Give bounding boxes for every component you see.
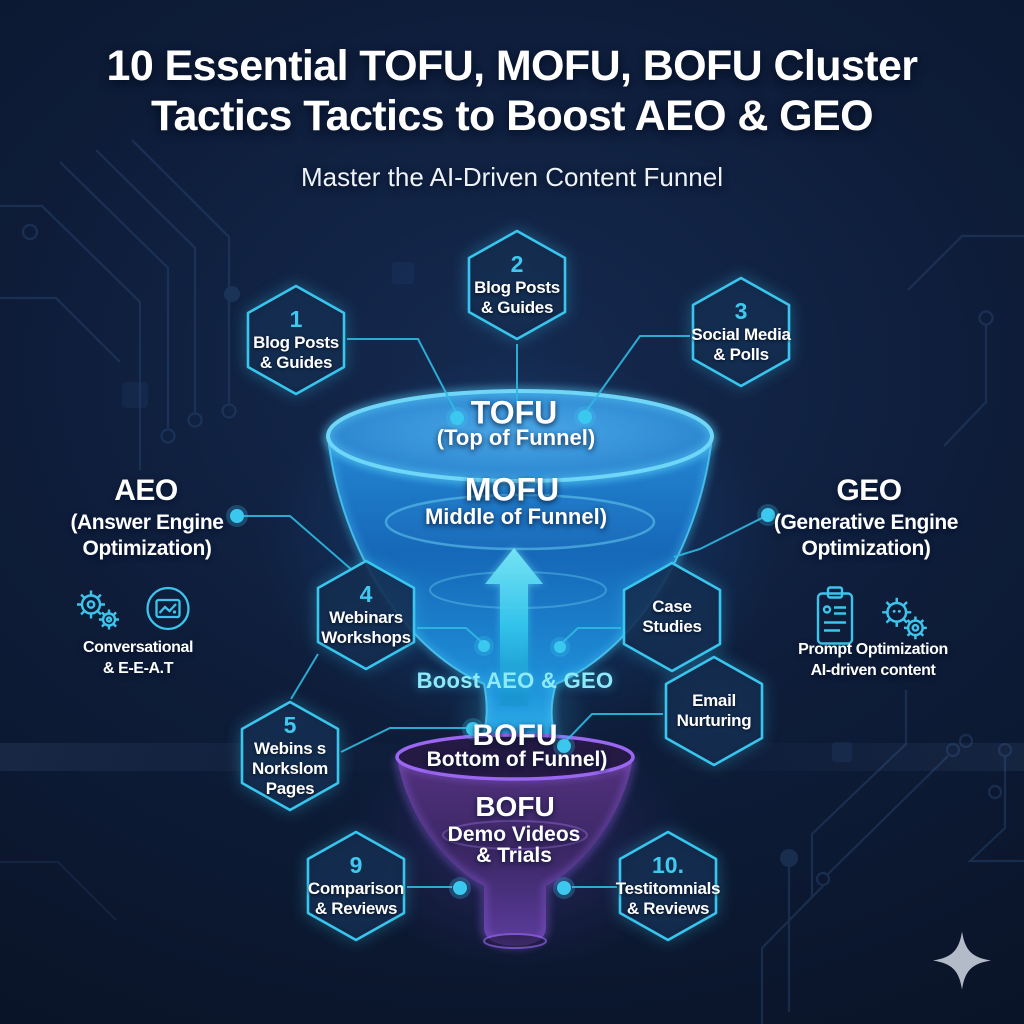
tofu-sublabel: (Top of Funnel): [436, 425, 596, 450]
bofu-demo-videos-label: Demo Videos: [447, 823, 581, 846]
image-chart-icon: [145, 586, 191, 637]
bofu-label: BOFU: [472, 719, 558, 752]
mofu-sublabel: Middle of Funnel): [424, 504, 608, 529]
hexagon-2-blog-posts: 2 Blog Posts& Guides: [466, 229, 568, 341]
funnel-bottom-section: [394, 733, 636, 949]
hexagon-label: Blog Posts& Guides: [474, 277, 560, 318]
hexagon-9-comparison: 9 Comparison& Reviews: [305, 830, 407, 942]
hexagon-number: 5: [283, 712, 297, 739]
bofu-sublabel: Bottom of Funnel): [426, 748, 608, 771]
hexagon-number: 10.: [652, 852, 684, 879]
hexagon-number: 2: [510, 251, 524, 278]
hexagon-number: 3: [734, 298, 748, 325]
boost-arrow: [485, 548, 543, 706]
hexagon-label: Blog Posts& Guides: [253, 332, 339, 373]
sparkle-icon: [931, 930, 993, 997]
geo-title: GEO: [836, 474, 902, 507]
page-title: 10 Essential TOFU, MOFU, BOFU Cluster Ta…: [0, 42, 1024, 142]
aeo-title: AEO: [114, 474, 178, 507]
title-line-2: Tactics Tactics to Boost AEO & GEO: [151, 91, 874, 140]
aeo-caption: Conversational& E-E-A.T: [83, 639, 193, 677]
tofu-label: TOFU: [470, 394, 558, 431]
page-subtitle: Master the AI-Driven Content Funnel: [301, 162, 723, 192]
hexagon-1-blog-posts: 1 Blog Posts& Guides: [245, 284, 347, 396]
mofu-label: MOFU: [464, 471, 560, 508]
gears-icon: [876, 591, 932, 650]
bofu-trials-label: & Trials: [476, 844, 552, 867]
hexagon-number: 1: [289, 306, 303, 333]
hexagon-label: Comparison& Reviews: [307, 878, 405, 919]
hexagon-label: Testitomnials& Reviews: [615, 878, 721, 919]
hexagon-number: 4: [359, 581, 373, 608]
hexagon-3-social-media: 3 Social Media& Polls: [690, 276, 792, 388]
clipboard-icon: [813, 585, 857, 654]
light-streak-left: [0, 743, 430, 771]
title-line-1: 10 Essential TOFU, MOFU, BOFU Cluster: [106, 42, 918, 90]
hexagon-label: Social Media& Polls: [691, 324, 791, 365]
gears-icon: [71, 585, 125, 640]
boost-caption: Boost AEO & GEO: [416, 668, 614, 693]
hexagon-10-testimonials: 10. Testitomnials& Reviews: [615, 830, 721, 942]
hexagon-number: 9: [349, 852, 363, 879]
bofu-lower-label: BOFU: [475, 791, 555, 822]
